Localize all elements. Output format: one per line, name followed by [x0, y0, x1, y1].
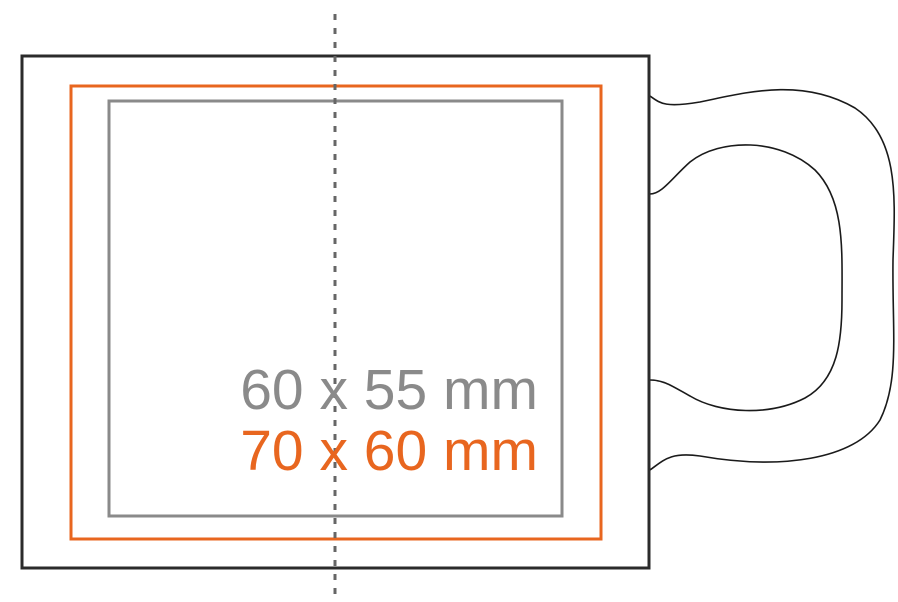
outer-dimension-label: 70 x 60 mm	[240, 419, 538, 483]
mug-handle-outer	[649, 88, 896, 471]
inner-dimension-label: 60 x 55 mm	[240, 358, 538, 422]
mug-handle-inner	[649, 144, 843, 412]
mug-icon	[649, 88, 896, 471]
